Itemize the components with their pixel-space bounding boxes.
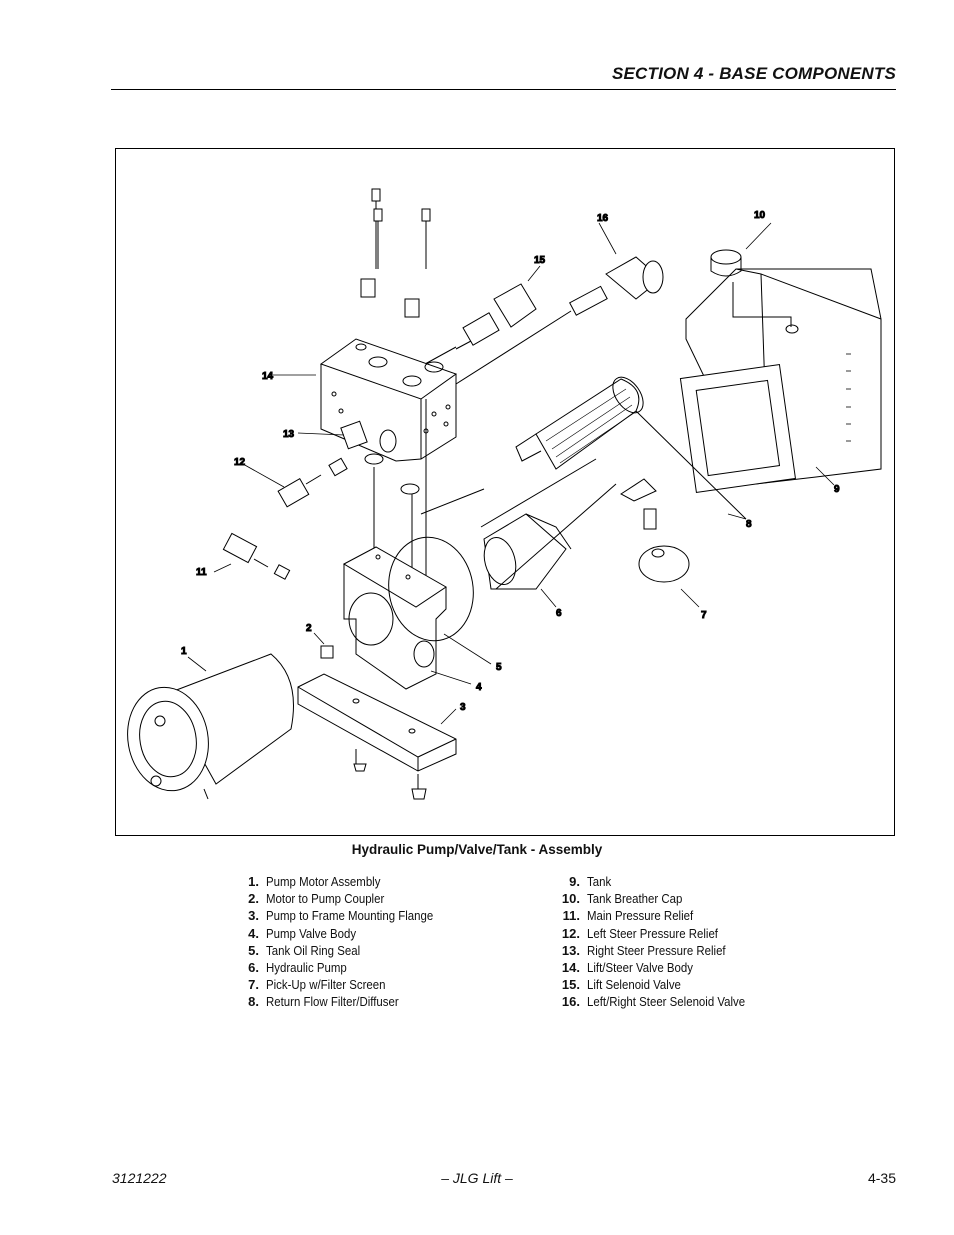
parts-legend-right: 9Tank 10Tank Breather Cap 11Main Pressur… (548, 873, 848, 1011)
section-title: SECTION 4 - BASE COMPONENTS (611, 64, 896, 83)
callout-3: 3 (460, 702, 466, 713)
legend-item: 8Return Flow Filter/Diffuser (227, 993, 527, 1010)
figure-caption: Hydraulic Pump/Valve/Tank - Assembly (351, 842, 603, 857)
main-pressure-relief-drawing (222, 532, 291, 580)
steer-solenoid-drawing (455, 256, 664, 385)
mounting-flange-drawing (297, 673, 457, 800)
motor-coupler-drawing (320, 645, 334, 659)
callout-16: 16 (597, 213, 609, 224)
breather-cap-drawing (710, 249, 792, 327)
tank-drawing (679, 268, 882, 493)
callout-12: 12 (234, 457, 246, 468)
pickup-filter-screen-drawing (620, 478, 690, 583)
legend-item: 5Tank Oil Ring Seal (227, 942, 527, 959)
legend-item: 10Tank Breather Cap (548, 890, 848, 907)
callout-15: 15 (534, 255, 546, 266)
footer-page-number: 4-35 (867, 1170, 896, 1186)
legend-item: 15Lift Selenoid Valve (548, 976, 848, 993)
footer-publisher: – JLG Lift – (441, 1170, 513, 1186)
legend-item: 2Motor to Pump Coupler (227, 890, 527, 907)
pump-motor-drawing (127, 653, 294, 800)
legend-item: 3Pump to Frame Mounting Flange (227, 907, 527, 924)
callout-leader-lines (187, 222, 835, 725)
legend-item: 9Tank (548, 873, 848, 890)
callout-11: 11 (196, 567, 207, 578)
callout-5: 5 (496, 662, 502, 673)
callout-10: 10 (754, 210, 766, 221)
legend-item: 12Left Steer Pressure Relief (548, 925, 848, 942)
callout-13: 13 (283, 429, 295, 440)
legend-item: 4Pump Valve Body (227, 925, 527, 942)
valve-body-bolts-drawing (360, 188, 431, 318)
callout-2: 2 (306, 623, 312, 634)
callout-9: 9 (834, 484, 840, 495)
lift-steer-valve-body-drawing (319, 338, 458, 462)
left-steer-relief-drawing (277, 457, 348, 508)
figure-frame: 1 2 3 4 5 6 7 8 9 10 11 12 13 14 15 16 (115, 148, 895, 836)
parts-legend-left: 1Pump Motor Assembly 2Motor to Pump Coup… (227, 873, 527, 1011)
legend-item: 16Left/Right Steer Selenoid Valve (548, 993, 848, 1010)
exploded-assembly-diagram: 1 2 3 4 5 6 7 8 9 10 11 12 13 14 15 16 (127, 188, 882, 800)
callout-14: 14 (262, 371, 274, 382)
lift-solenoid-drawing (415, 283, 537, 370)
legend-item: 13Right Steer Pressure Relief (548, 942, 848, 959)
callout-1: 1 (181, 646, 187, 657)
hydraulic-pump-drawing (420, 458, 617, 590)
header-rule (111, 89, 896, 90)
pump-valve-body-drawing (342, 546, 447, 690)
legend-item: 1Pump Motor Assembly (227, 873, 527, 890)
footer-doc-number: 3121222 (112, 1170, 167, 1186)
tank-seal-ring-drawing (388, 536, 474, 642)
legend-item: 11Main Pressure Relief (548, 907, 848, 924)
return-filter-drawing (515, 376, 747, 520)
callout-4: 4 (476, 682, 482, 693)
callout-8: 8 (746, 519, 752, 530)
legend-item: 7Pick-Up w/Filter Screen (227, 976, 527, 993)
callout-6: 6 (556, 608, 562, 619)
callout-7: 7 (701, 610, 707, 621)
legend-item: 14Lift/Steer Valve Body (548, 959, 848, 976)
right-steer-relief-drawing (340, 420, 368, 450)
